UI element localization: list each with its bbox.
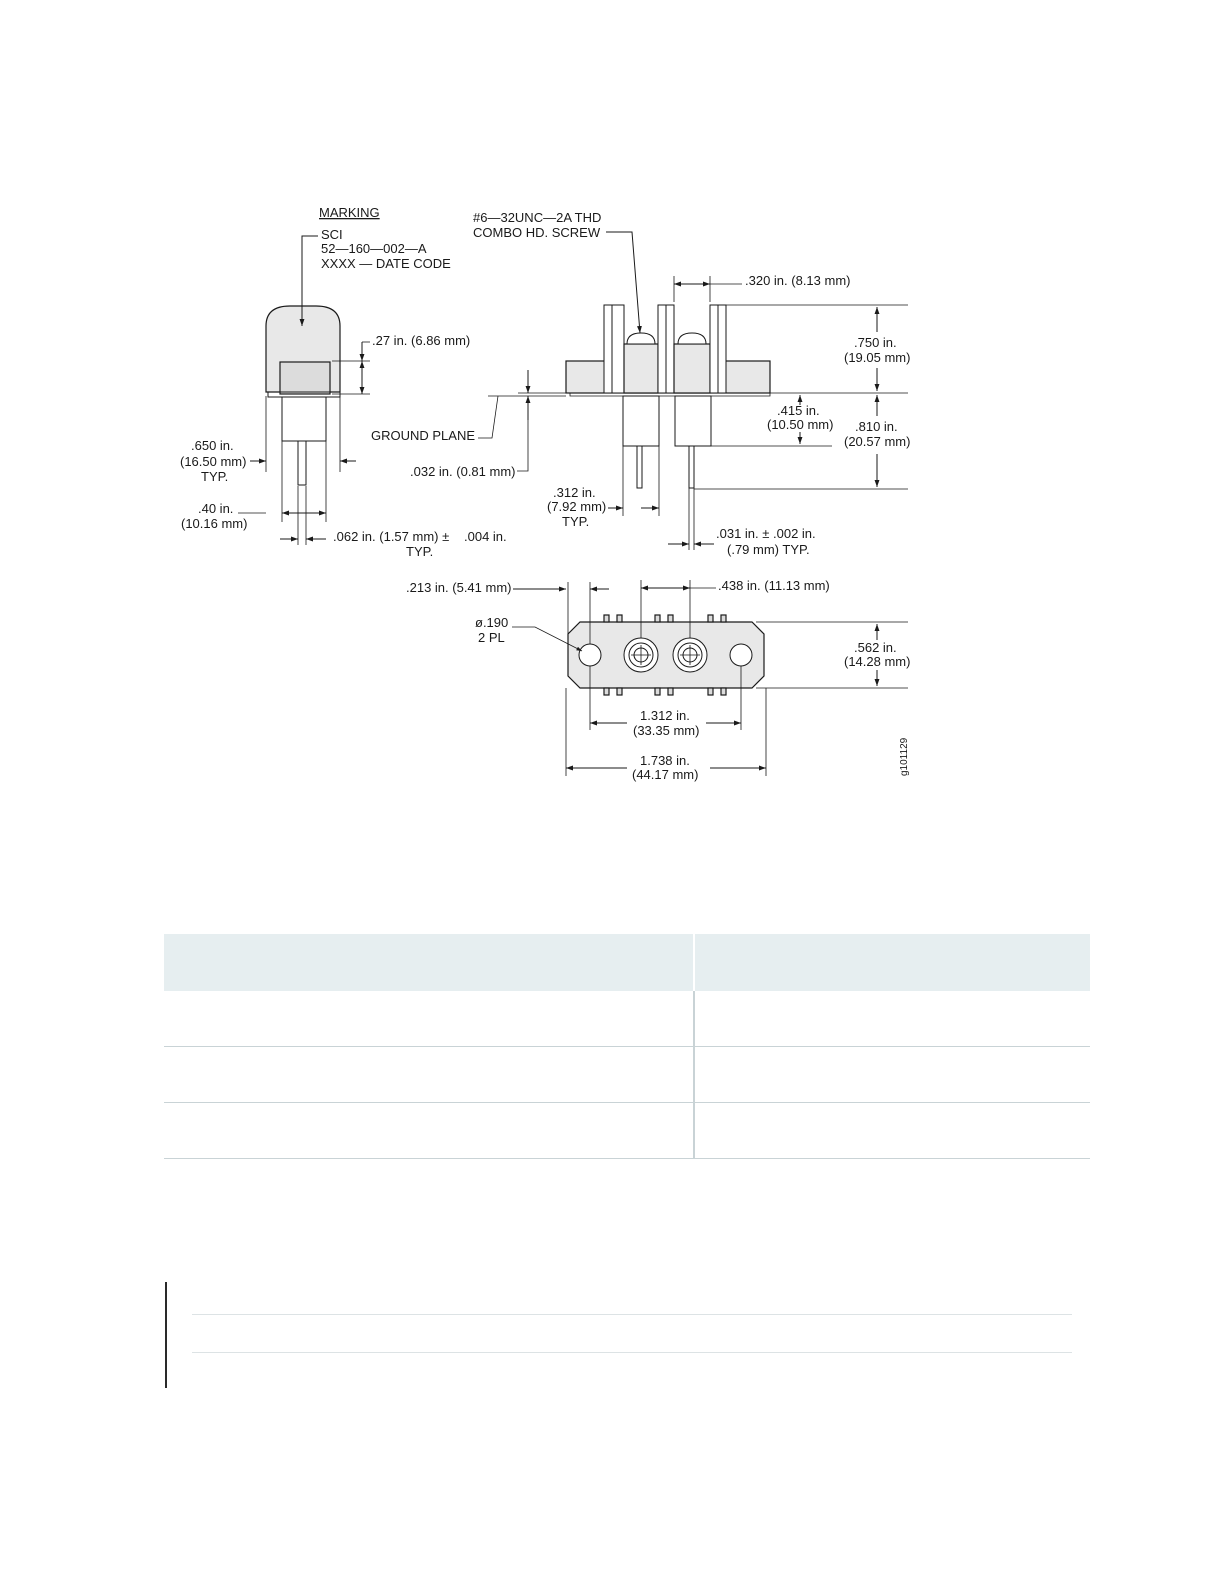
- dim-213: .213 in. (5.41 mm): [406, 580, 512, 595]
- screw-line1: #6—32UNC—2A THD: [473, 210, 601, 225]
- dim-062-line2: .004 in.: [464, 529, 507, 544]
- specification-table: [164, 934, 1090, 1159]
- dim-810-line1: .810 in.: [855, 419, 898, 434]
- dim-1312-line1: 1.312 in.: [640, 708, 690, 723]
- ground-plane-label: GROUND PLANE: [371, 428, 475, 443]
- dim-415-line2: (10.50 mm): [767, 417, 833, 432]
- dim-031-line2: (.79 mm) TYP.: [727, 542, 810, 557]
- dim-750-line1: .750 in.: [854, 335, 897, 350]
- table-row: [164, 1046, 1090, 1103]
- note-divider: [192, 1352, 1072, 1353]
- dim-1738-line1: 1.738 in.: [640, 753, 690, 768]
- dim-27: .27 in. (6.86 mm): [372, 333, 470, 348]
- dim-40-line2: (10.16 mm): [181, 516, 247, 531]
- screw-line2: COMBO HD. SCREW: [473, 225, 601, 240]
- dim-190-line1: ø.190: [475, 615, 508, 630]
- marking-line3: XXXX — DATE CODE: [321, 256, 451, 271]
- dim-40-line1: .40 in.: [198, 501, 233, 516]
- table-cell: [694, 1046, 1090, 1103]
- dim-032: .032 in. (0.81 mm): [410, 464, 516, 479]
- front-view: [565, 304, 771, 489]
- table-row: [164, 1102, 1090, 1159]
- connector-dimension-drawing: MARKING SCI 52—160—002—A XXXX — DATE COD…: [180, 205, 910, 782]
- table-cell: [164, 1046, 695, 1103]
- marking-title: MARKING: [319, 205, 380, 220]
- side-view: [265, 305, 341, 486]
- top-view: [567, 614, 765, 696]
- dim-438: .438 in. (11.13 mm): [718, 578, 830, 593]
- dim-312-line1: .312 in.: [553, 485, 596, 500]
- marking-line1: SCI: [321, 227, 343, 242]
- dim-562-line2: (14.28 mm): [844, 654, 910, 669]
- dim-1738-line2: (44.17 mm): [632, 767, 698, 782]
- table-cell: [694, 1102, 1090, 1159]
- dim-650-line3: TYP.: [201, 469, 228, 484]
- dim-320: .320 in. (8.13 mm): [745, 273, 851, 288]
- table-cell: [694, 991, 1090, 1047]
- dim-312-line3: TYP.: [562, 514, 589, 529]
- dim-750-line2: (19.05 mm): [844, 350, 910, 365]
- dim-810-line2: (20.57 mm): [844, 434, 910, 449]
- table-header-cell: [694, 934, 1090, 991]
- dim-650-line2: (16.50 mm): [180, 454, 246, 469]
- dim-190-line2: 2 PL: [478, 630, 505, 645]
- table-header-row: [164, 934, 1090, 991]
- table-cell: [164, 991, 695, 1047]
- dim-062-line3: TYP.: [406, 544, 433, 559]
- table-header-cell: [164, 934, 695, 991]
- table-row: [164, 991, 1090, 1047]
- note-divider: [192, 1314, 1072, 1315]
- dim-312-line2: (7.92 mm): [547, 499, 606, 514]
- table-cell: [164, 1102, 695, 1159]
- note-block: [165, 1282, 1072, 1388]
- dim-562-line1: .562 in.: [854, 640, 897, 655]
- dim-031-line1: .031 in. ± .002 in.: [716, 526, 816, 541]
- marking-line2: 52—160—002—A: [321, 241, 427, 256]
- dim-650-line1: .650 in.: [191, 438, 234, 453]
- figure-id: g101129: [899, 737, 910, 776]
- dim-415-line1: .415 in.: [777, 403, 820, 418]
- dim-062-line1: .062 in. (1.57 mm) ±: [333, 529, 449, 544]
- dim-1312-line2: (33.35 mm): [633, 723, 699, 738]
